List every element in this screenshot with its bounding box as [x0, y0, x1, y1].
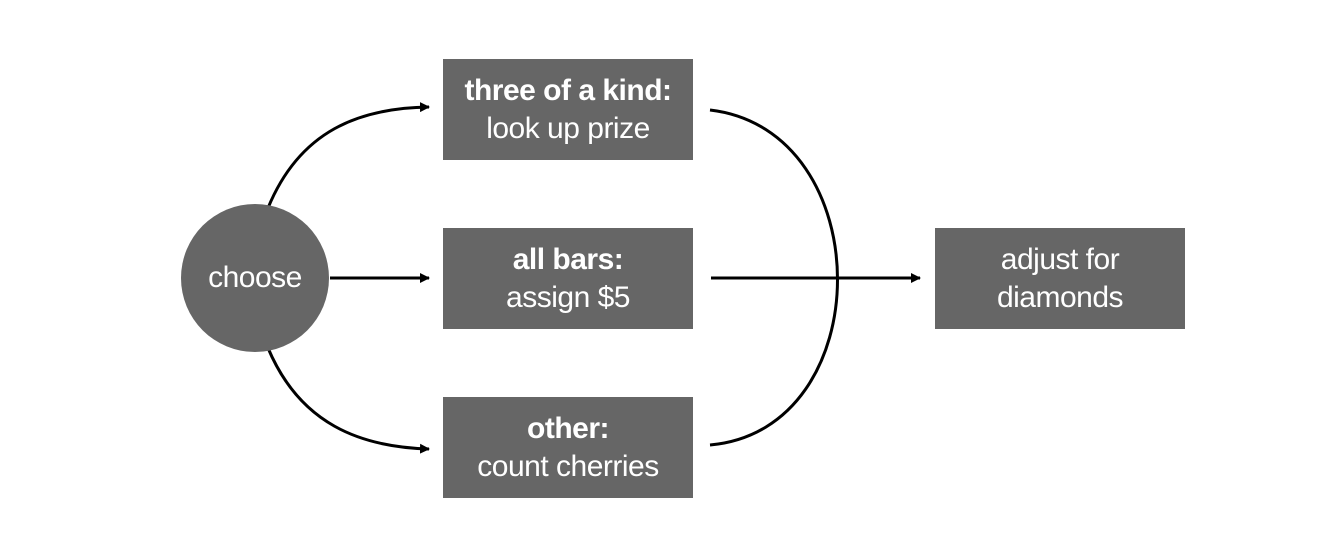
edge-choose-to-other	[266, 347, 430, 454]
adjust-line-2: diamonds	[996, 280, 1124, 314]
three-of-a-kind-node: three of a kind: look up prize	[443, 59, 693, 160]
choose-node: choose	[181, 204, 329, 352]
all-bars-action: assign $5	[506, 280, 630, 314]
three-of-a-kind-condition: three of a kind:	[464, 73, 672, 107]
other-condition: other:	[527, 411, 610, 445]
all-bars-condition: all bars:	[512, 242, 624, 276]
choose-label: choose	[208, 261, 302, 294]
all-bars-node: all bars: assign $5	[443, 228, 693, 329]
three-of-a-kind-action: look up prize	[486, 111, 650, 145]
other-action: count cherries	[477, 449, 659, 483]
adjust-line-1: adjust for	[1000, 242, 1120, 276]
adjust-for-diamonds-node: adjust for diamonds	[935, 228, 1185, 329]
edge-choose-to-three-of-a-kind	[266, 102, 430, 209]
other-node: other: count cherries	[443, 397, 693, 498]
